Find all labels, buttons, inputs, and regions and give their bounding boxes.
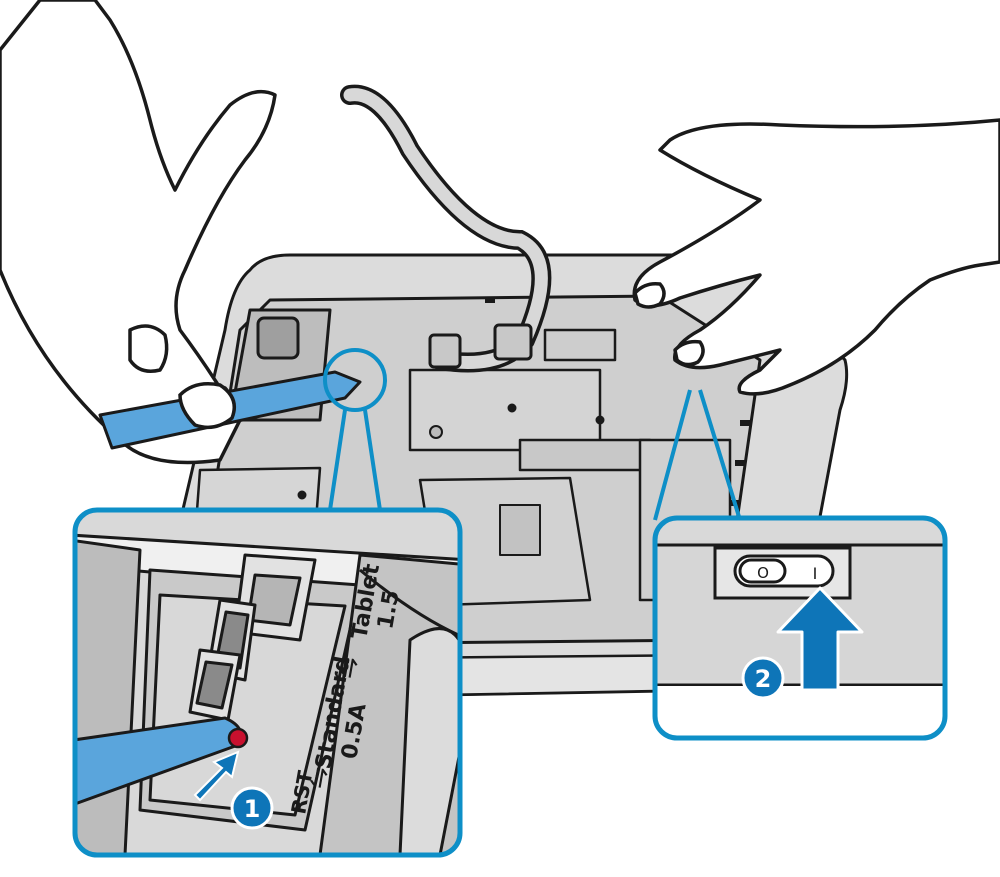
step-number-2: 2 xyxy=(755,665,772,693)
zoom-source-ring-left xyxy=(323,348,387,412)
callout-pointers xyxy=(328,389,742,521)
step-badge-1 xyxy=(230,786,274,830)
right-hand xyxy=(632,118,1000,396)
callout-left-border xyxy=(72,507,463,858)
push-up-arrow-icon xyxy=(776,586,864,692)
press-arrow-icon xyxy=(193,750,240,802)
switch-on-mark: I xyxy=(813,564,818,583)
left-thumb xyxy=(178,382,236,430)
switch-off-mark: O xyxy=(757,564,769,582)
power-cable xyxy=(340,84,552,373)
callout-left: Tablet 1.5 ⇋ Standard 0.5A ⇋ RST 1 xyxy=(72,507,463,858)
usb-icon: ⇋ xyxy=(302,765,335,792)
usb-icon: ⇋ xyxy=(332,655,365,682)
step-number-1: 1 xyxy=(244,795,261,823)
callout-right-border xyxy=(652,515,948,741)
callout-right: O I 2 xyxy=(652,515,948,741)
reset-button-icon xyxy=(227,727,249,749)
step-badge-2 xyxy=(741,656,785,700)
